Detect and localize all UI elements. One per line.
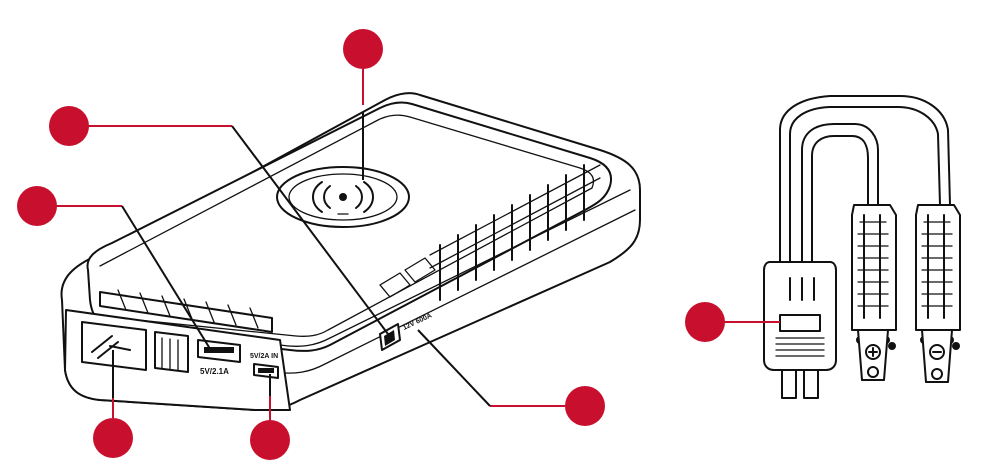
clamp-right [915,204,961,383]
usb-port-label: 5V/2.1A [200,367,229,376]
jump-starter-body: 5V/2.1A 5V/2A IN 12V 600A [60,92,641,411]
wireless-charging-icon [312,181,374,215]
callout-marker-power-button [49,106,89,146]
clamp-cable [763,95,961,399]
micro-usb-input-port: 5V/2A IN [250,353,279,379]
front-grill [154,331,189,373]
callout-marker-micro-usb [250,420,290,460]
callout-marker-battery-indicator [565,386,605,426]
top-vents [99,289,273,333]
callout-markers [17,29,725,460]
micro-port-label: 5V/2A IN [250,353,278,360]
callout-marker-clamp-connector [685,302,725,342]
callout-marker-flashlight [93,418,133,458]
connector-plug [763,261,837,399]
callout-leaders [56,68,780,420]
flashlight-icon [81,321,147,371]
clamp-left [851,204,897,381]
side-ribs [379,164,601,301]
callout-marker-usb-output [17,186,57,226]
callout-marker-wireless-pad [343,29,383,69]
wireless-charging-pad [276,166,410,228]
